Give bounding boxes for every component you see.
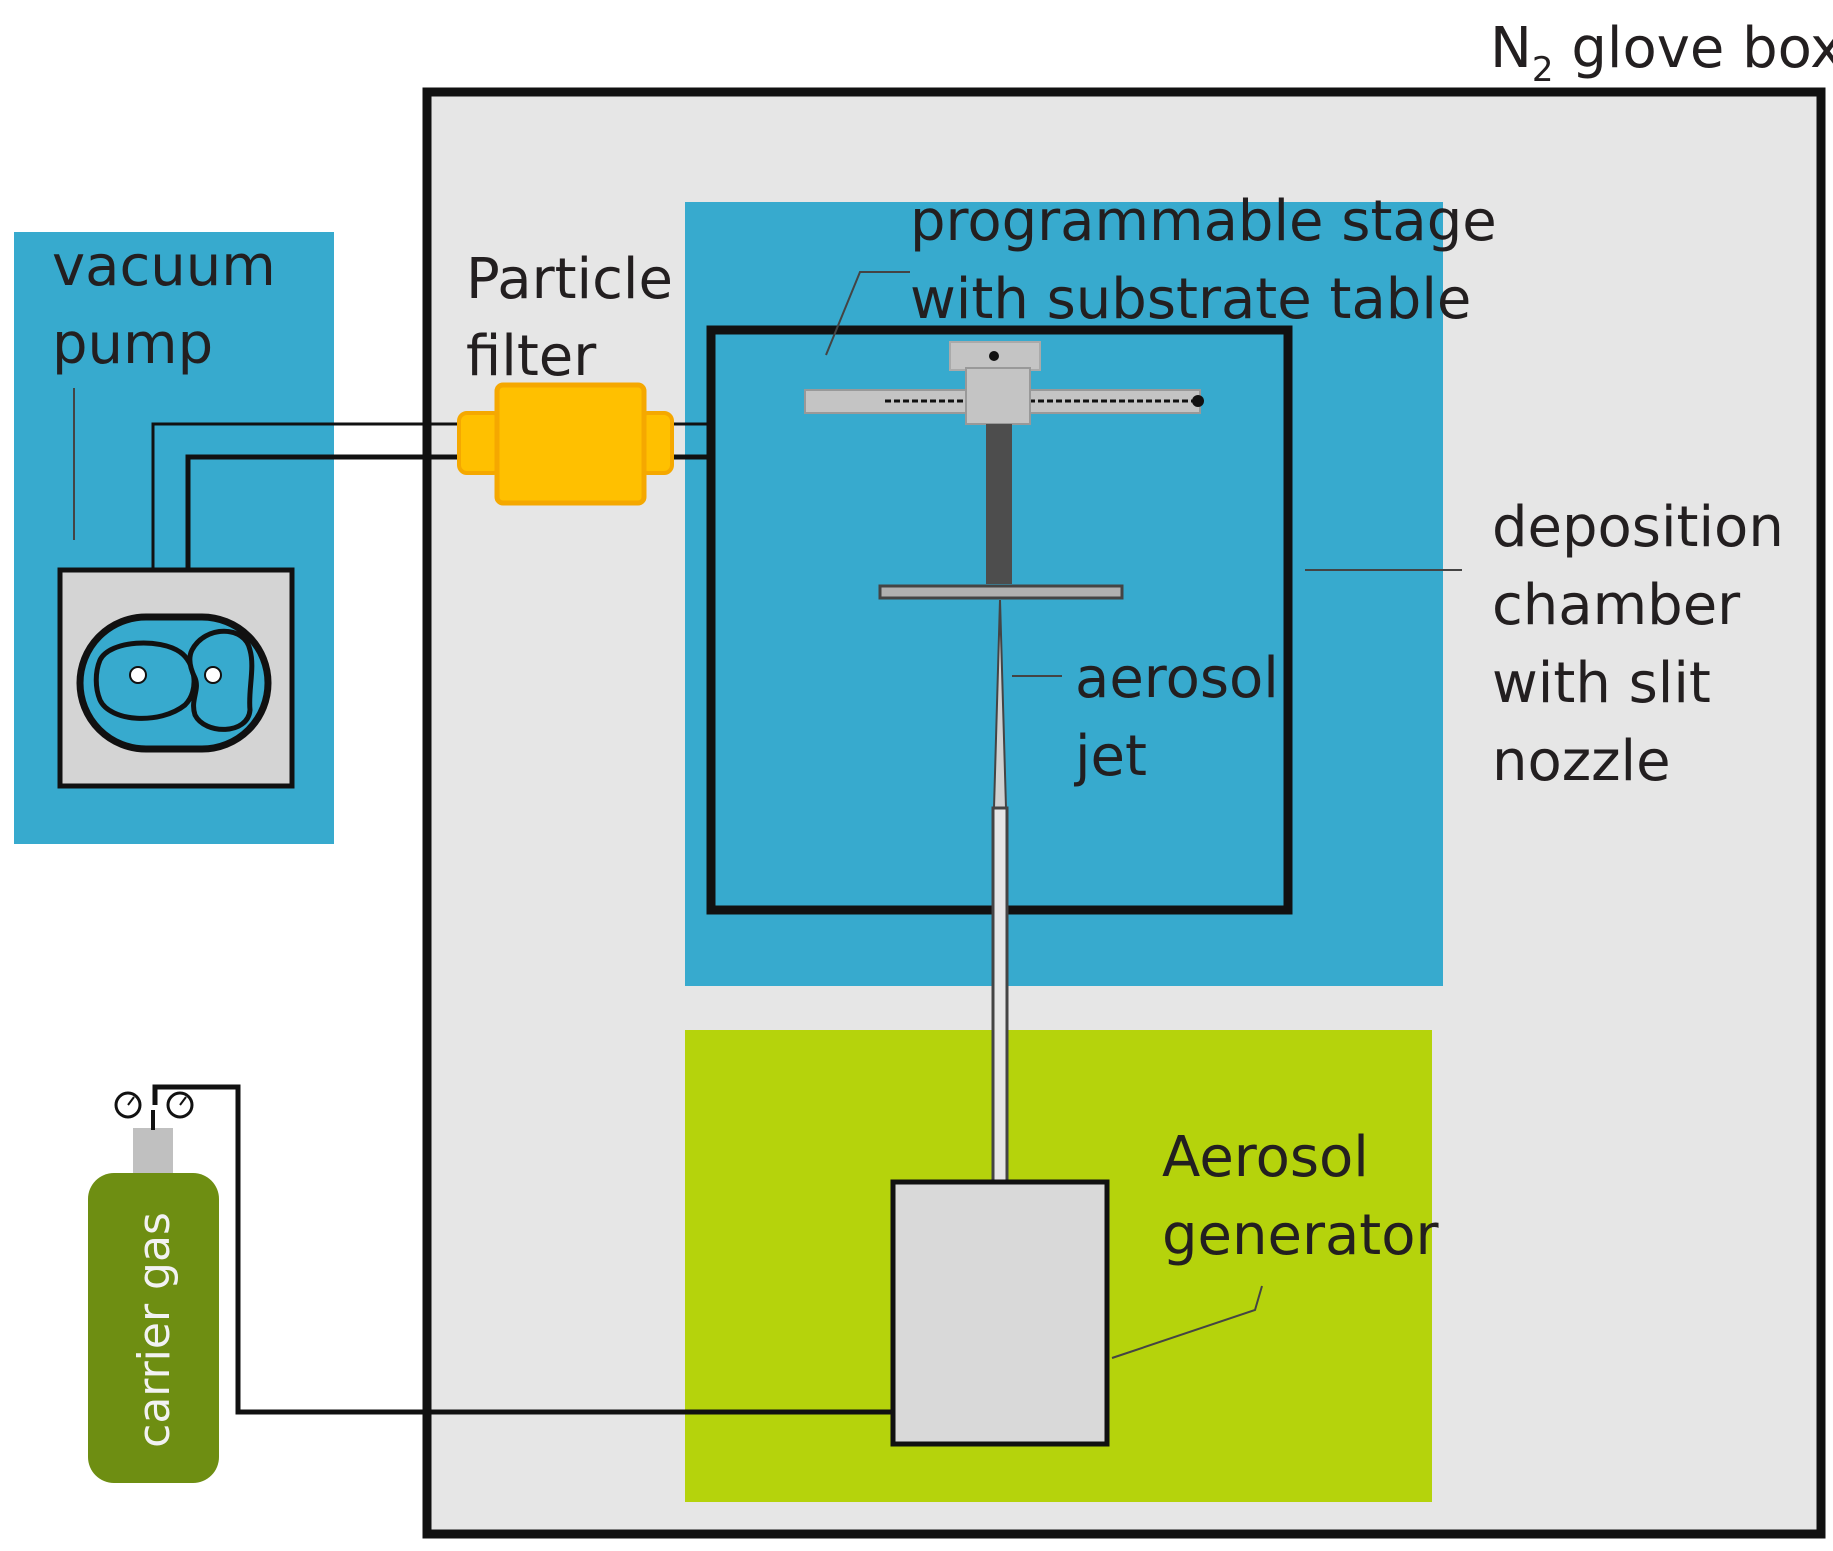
cylinder-body xyxy=(88,1173,219,1483)
stage-spindle xyxy=(986,424,1012,584)
vacuum-pump-label-line2: pump xyxy=(52,312,213,377)
deposition-label-line3: with slit xyxy=(1492,651,1711,716)
vacuum-pump xyxy=(57,567,295,789)
carrier-gas-label: carrier gas xyxy=(129,1212,180,1448)
stage-carriage xyxy=(965,367,1031,425)
gauge-needle-left xyxy=(127,1096,135,1106)
nozzle-tube xyxy=(991,806,1009,1186)
deposition-label-line1: deposition xyxy=(1492,495,1784,560)
stage-label: programmable stage with substrate table xyxy=(910,189,1515,332)
vacuum-line-outer xyxy=(151,422,465,570)
aerosol-generator-leader xyxy=(1111,1285,1263,1359)
pump-rotor-left xyxy=(93,640,197,721)
particle-filter xyxy=(457,382,674,506)
stage-label-line1: programmable stage xyxy=(910,189,1497,254)
pump-rotor-axle-right xyxy=(204,666,222,684)
glove-box-label-prefix: N xyxy=(1490,16,1532,81)
glove-box-label-suffix: glove box xyxy=(1554,16,1833,81)
programmable-stage xyxy=(804,341,1204,600)
aerosol-jet-label-line2: jet xyxy=(1073,724,1147,789)
carrier-gas-cylinder xyxy=(88,1091,219,1483)
deposition-chamber-label: deposition chamber with slit nozzle xyxy=(1492,495,1802,794)
glove-box-label: N2 glove box xyxy=(1490,16,1833,90)
cylinder-valve xyxy=(133,1128,173,1178)
deposition-label-line4: nozzle xyxy=(1492,729,1671,794)
stage-motor-dot xyxy=(989,351,999,361)
pump-rotor-right xyxy=(187,628,255,732)
substrate-table xyxy=(878,584,1124,600)
vacuum-line-inner xyxy=(185,454,465,570)
aerosol-generator-label-line2: generator xyxy=(1162,1203,1440,1268)
aerosol-jet-label-line1: aerosol xyxy=(1075,646,1279,711)
stage-screw-end xyxy=(1192,395,1204,407)
pump-rotor-axle-left xyxy=(129,666,147,684)
aerosol-generator-label: Aerosol generator xyxy=(1162,1125,1440,1268)
gauge-needle-right xyxy=(179,1096,187,1106)
aerosol-generator-label-line1: Aerosol xyxy=(1162,1125,1369,1190)
particle-filter-label-line2: filter xyxy=(466,324,597,389)
aerosol-jet-label: aerosol jet xyxy=(1073,646,1297,789)
aerosol-generator xyxy=(890,1179,1110,1447)
filter-body xyxy=(494,382,647,506)
carrier-gas-line xyxy=(152,1084,893,1415)
vacuum-pump-label: vacuum pump xyxy=(52,234,294,377)
deposition-label-line2: chamber xyxy=(1492,573,1741,638)
stage-leader xyxy=(825,271,910,356)
particle-filter-label: Particle filter xyxy=(466,247,691,389)
glove-box-label-subscript: 2 xyxy=(1532,50,1554,90)
stage-label-line2: with substrate table xyxy=(910,267,1471,332)
vacuum-pump-label-line1: vacuum xyxy=(52,234,276,299)
particle-filter-label-line1: Particle xyxy=(466,247,673,312)
